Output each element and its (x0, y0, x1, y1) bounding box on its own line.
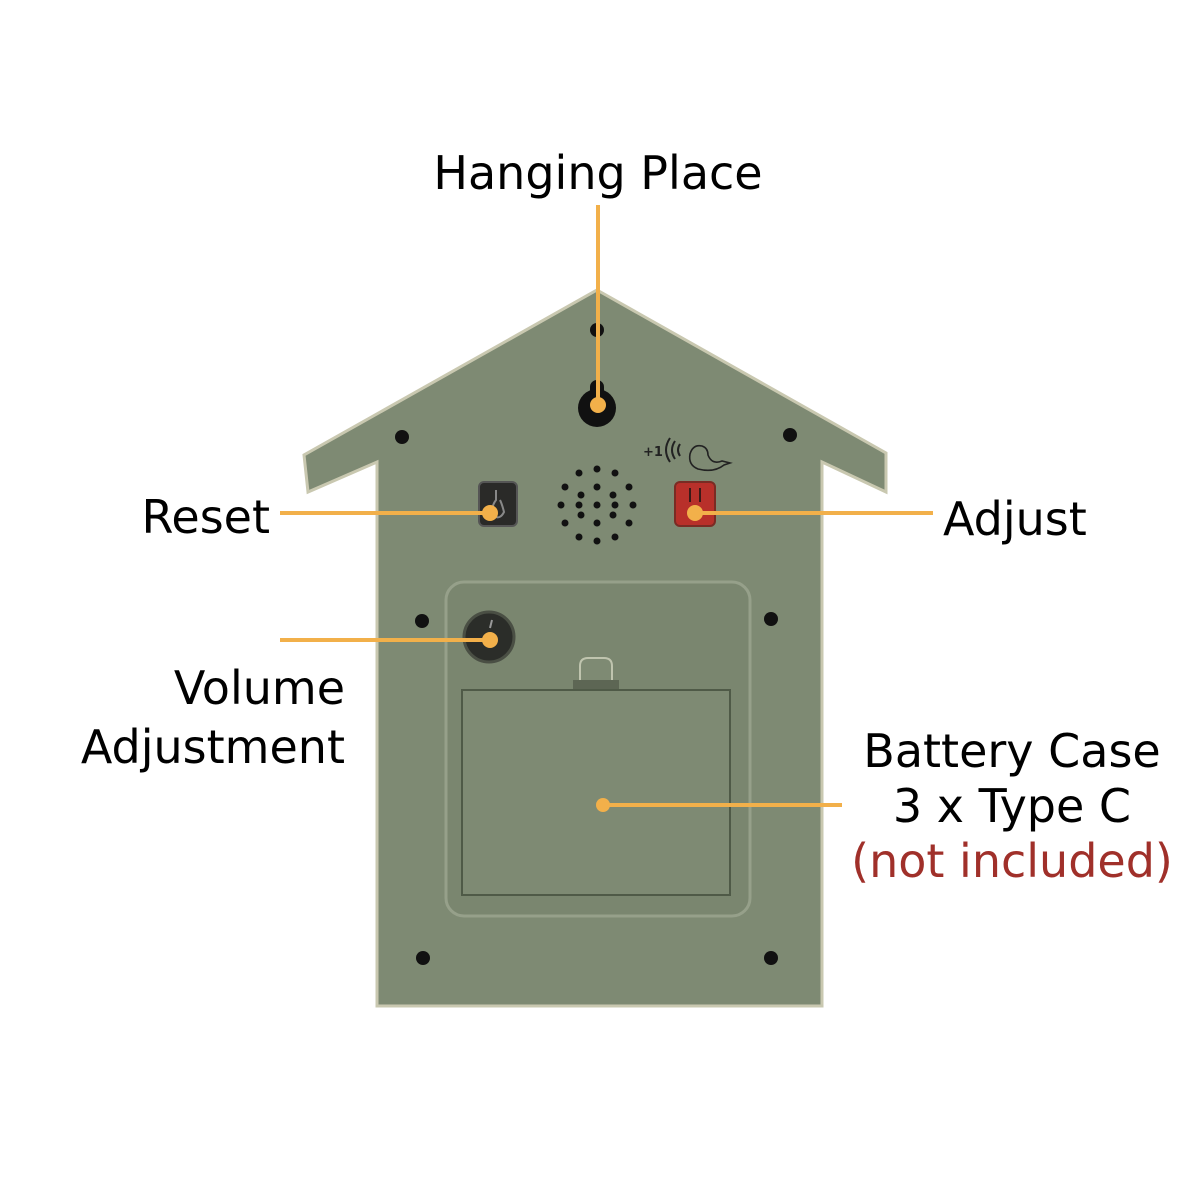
speaker-hole (575, 533, 583, 541)
label-reset: Reset (142, 490, 271, 544)
label-hanging-place: Hanging Place (433, 146, 762, 200)
screw-hole (395, 430, 409, 444)
speaker-hole (609, 511, 617, 519)
battery-cover[interactable] (461, 657, 731, 896)
screw-hole (783, 428, 797, 442)
reset-button[interactable] (478, 481, 518, 527)
speaker-hole (629, 501, 637, 509)
speaker-hole (593, 519, 601, 527)
screw-hole (415, 614, 429, 628)
speaker-hole (593, 465, 601, 473)
screw-hole (416, 951, 430, 965)
speaker-hole (577, 511, 585, 519)
speaker-hole (609, 491, 617, 499)
label-battery-line2: 3 x Type C (893, 779, 1131, 833)
screw-hole (764, 951, 778, 965)
speaker-hole (577, 491, 585, 499)
speaker-hole (561, 483, 569, 491)
speaker-hole (557, 501, 565, 509)
speaker-hole (625, 483, 633, 491)
speaker-hole (593, 483, 601, 491)
speaker-hole (561, 519, 569, 527)
screw-holes (395, 323, 797, 965)
leader-lines (280, 205, 933, 812)
sound-waves-icon (665, 437, 681, 463)
label-adjust: Adjust (943, 492, 1087, 546)
speaker-hole (625, 519, 633, 527)
speaker-hole (611, 469, 619, 477)
label-volume-line1: Volume (174, 661, 345, 715)
speaker-hole (575, 469, 583, 477)
speaker-hole (593, 501, 601, 509)
plus-one-marking: +1 (643, 445, 663, 460)
bird-icon (688, 444, 733, 472)
screw-hole (764, 612, 778, 626)
label-battery-note: (not included) (851, 834, 1173, 888)
label-volume-line2: Adjustment (81, 720, 345, 774)
label-battery-line1: Battery Case (863, 724, 1160, 778)
speaker-hole (593, 537, 601, 545)
speaker-hole (611, 501, 619, 509)
speaker-grille-icon (557, 465, 637, 545)
speaker-hole (611, 533, 619, 541)
speaker-hole (575, 501, 583, 509)
